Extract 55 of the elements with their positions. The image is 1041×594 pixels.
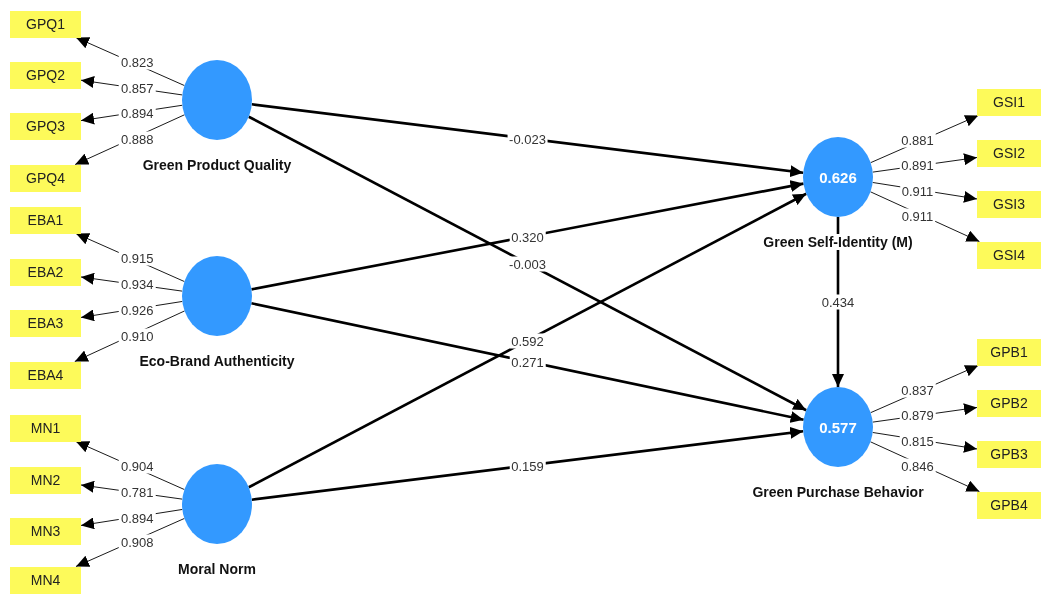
edge-label: 0.823 (119, 54, 156, 70)
indicator-box: GPQ2 (10, 61, 81, 89)
indicator-box: GPQ1 (10, 10, 81, 38)
indicator-box: MN4 (10, 566, 81, 594)
edge-label: 0.908 (119, 534, 156, 550)
indicator-box: MN2 (10, 466, 81, 494)
arrow (248, 192, 807, 489)
indicator-box: GPQ4 (10, 164, 81, 192)
construct-label: Moral Norm (178, 561, 256, 577)
arrow (251, 180, 804, 291)
edge-label: 0.846 (899, 458, 936, 474)
edge-label: 0.159 (509, 458, 546, 473)
indicator-box: GSI3 (977, 190, 1041, 218)
indicator-box: EBA2 (10, 258, 81, 286)
edge-label: 0.815 (899, 433, 936, 448)
arrow (251, 302, 804, 423)
edge-label: 0.926 (119, 302, 156, 317)
edge-label: 0.592 (509, 333, 546, 348)
arrow (251, 426, 804, 501)
r-squared-value: 0.577 (819, 418, 857, 436)
edge-label: -0.023 (507, 131, 548, 146)
indicator-box: GPQ3 (10, 112, 81, 140)
indicator-box: GPB3 (977, 440, 1041, 468)
edge-label: 0.888 (119, 131, 156, 147)
indicator-box: EBA4 (10, 361, 81, 389)
edge-label: 0.837 (899, 382, 936, 397)
indicator-box: GPB4 (977, 491, 1041, 519)
edge-label: 0.881 (899, 132, 936, 147)
edge-label: 0.320 (509, 229, 546, 244)
indicator-box: GSI1 (977, 88, 1041, 116)
indicator-box: MN3 (10, 517, 81, 545)
construct-label: Green Self-Identity (M) (761, 234, 915, 250)
indicator-box: GPB1 (977, 338, 1041, 366)
indicator-box: EBA3 (10, 309, 81, 337)
construct-label: Green Product Quality (142, 157, 292, 173)
edge-label: -0.003 (507, 256, 548, 271)
indicator-box: GPB2 (977, 389, 1041, 417)
r-squared-value: 0.626 (819, 168, 857, 186)
edge-label: 0.894 (119, 105, 156, 121)
indicator-box: GSI2 (977, 139, 1041, 167)
edge-label: 0.271 (509, 354, 546, 369)
edge-label: 0.910 (119, 328, 156, 343)
edge-label: 0.915 (119, 250, 156, 266)
arrow (251, 103, 804, 178)
indicator-box: GSI4 (977, 241, 1041, 269)
construct-label: Green Purchase Behavior (752, 484, 924, 500)
edge-label: 0.911 (899, 208, 936, 224)
construct-label: Eco-Brand Authenticity (139, 353, 295, 369)
indicator-box: MN1 (10, 414, 81, 442)
edge-label: 0.434 (819, 294, 857, 310)
edge-label: 0.894 (119, 510, 156, 525)
arrow (248, 115, 807, 412)
edge-label: 0.911 (899, 183, 936, 198)
edge-label: 0.904 (119, 458, 156, 474)
indicator-box: EBA1 (10, 206, 81, 234)
